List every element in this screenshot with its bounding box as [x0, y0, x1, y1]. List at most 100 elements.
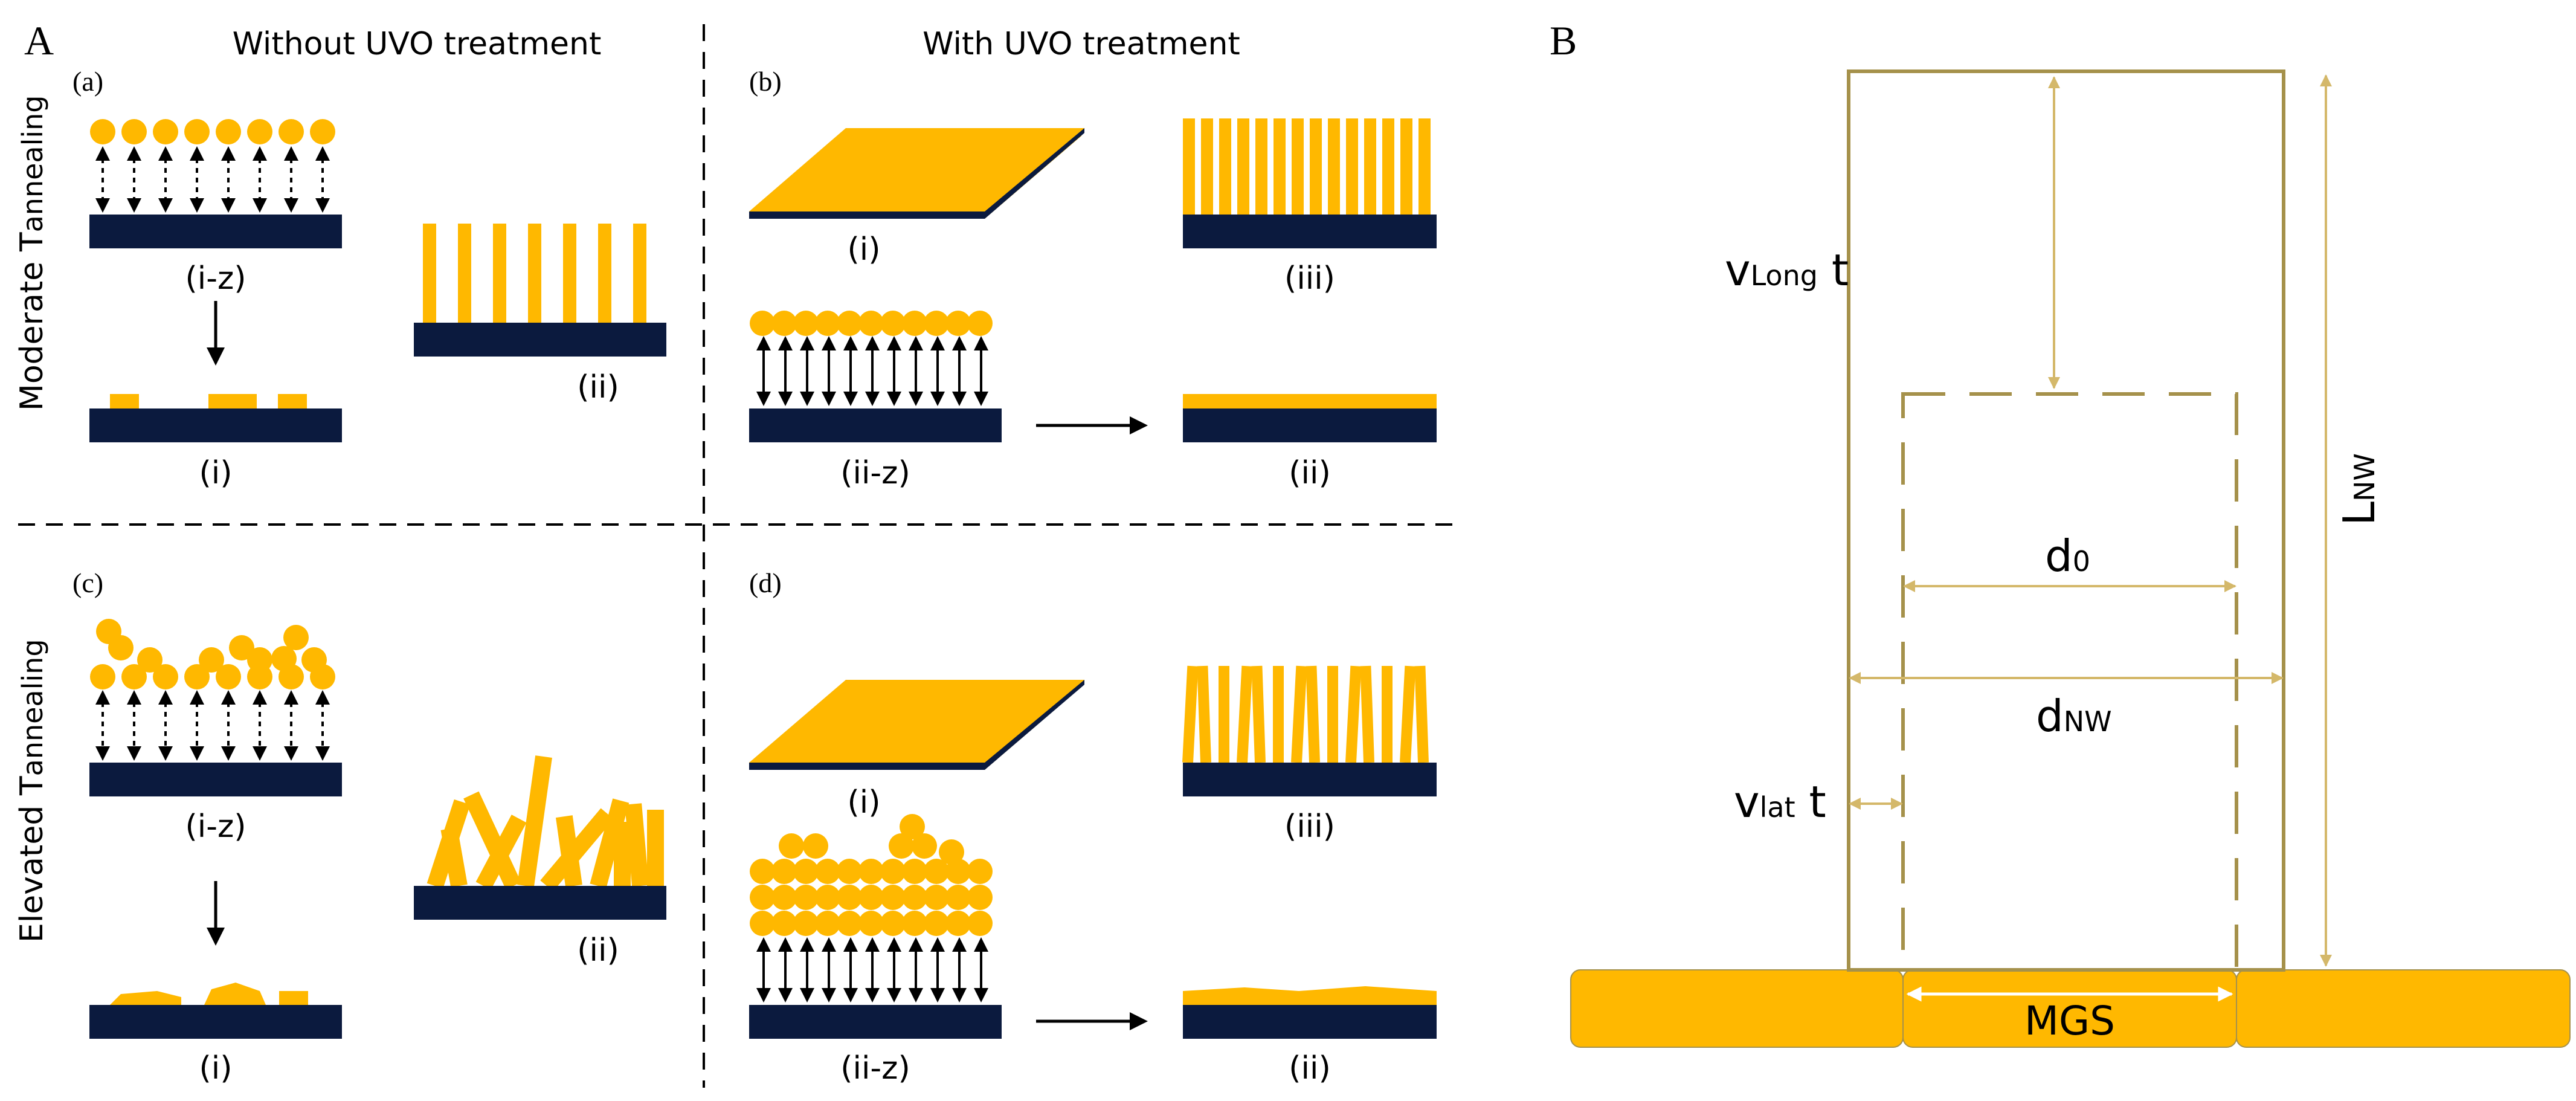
tilted-nanowire: [555, 815, 582, 887]
precursor-particle: [945, 859, 971, 884]
precursor-particle: [771, 911, 797, 936]
a-i-caption: (i): [199, 455, 232, 491]
panel-a: A Without UVO treatment With UVO treatme…: [14, 18, 1462, 1088]
precursor-particle: [310, 119, 335, 144]
precursor-particle: [815, 885, 840, 910]
precursor-particle: [121, 119, 147, 144]
precursor-particle: [750, 311, 775, 336]
precursor-particle: [858, 911, 884, 936]
b-iii-nanowires: [1183, 118, 1431, 215]
precursor-particle: [924, 885, 949, 910]
nanowire: [1346, 118, 1358, 215]
d-iii-caption: (iii): [1284, 809, 1335, 845]
a-ii-nanowires: [423, 224, 646, 323]
precursor-particle: [939, 839, 964, 865]
precursor-particle: [837, 859, 862, 884]
precursor-particle: [967, 859, 993, 884]
precursor-particle: [108, 635, 134, 660]
nanowire: [1237, 118, 1249, 215]
precursor-particle: [858, 859, 884, 884]
nanowire: [1182, 665, 1199, 763]
precursor-particle: [858, 311, 884, 336]
precursor-particle: [967, 885, 993, 910]
precursor-particle: [199, 647, 224, 673]
precursor-particle: [793, 911, 819, 936]
nanowire: [1360, 665, 1374, 763]
dnw-label: dNW: [2036, 691, 2112, 741]
precursor-particle: [924, 311, 949, 336]
a-i-island: [278, 394, 307, 408]
a-i-island: [110, 394, 139, 408]
panel-a-letter: A: [24, 18, 54, 63]
c-i-mound: [110, 991, 181, 1005]
subpanel-a-label: (a): [72, 66, 103, 97]
c-ii-tilted-nanowires: [427, 755, 664, 891]
v-long-label: vLong t: [1725, 245, 1849, 295]
nanowire: [1251, 665, 1266, 763]
d-iiz-substrate: [749, 1005, 1002, 1039]
c-i-mound: [204, 983, 266, 1005]
precursor-particle: [924, 859, 949, 884]
lnw-label: LNW: [2334, 453, 2384, 526]
nanowire: [1274, 118, 1286, 215]
side-label-moderate: Moderate Tannealing: [14, 95, 50, 411]
c-ii-caption: (ii): [577, 932, 619, 969]
b-iii-caption: (iii): [1284, 260, 1335, 297]
grain-left: [1570, 969, 1904, 1048]
precursor-particle: [945, 311, 971, 336]
precursor-particle: [247, 647, 272, 673]
precursor-particle: [216, 664, 241, 689]
precursor-particle: [900, 814, 925, 839]
precursor-particle: [750, 859, 775, 884]
precursor-particle: [945, 885, 971, 910]
precursor-particle: [837, 885, 862, 910]
precursor-particle: [889, 833, 914, 859]
precursor-particle: [750, 911, 775, 936]
nanowire: [1327, 666, 1338, 763]
precursor-particle: [153, 664, 178, 689]
precursor-particle: [750, 885, 775, 910]
precursor-particle: [121, 664, 147, 689]
nanowire: [1183, 118, 1195, 215]
header-with-uvo: With UVO treatment: [923, 26, 1240, 62]
mgs-label: MGS: [2024, 998, 2115, 1044]
nanowire: [598, 224, 611, 323]
side-label-elevated: Elevated Tannealing: [14, 639, 50, 943]
nanowire: [1219, 118, 1231, 215]
nanowire: [1400, 118, 1412, 215]
c-iz-dashed-arrows: [95, 690, 330, 761]
c-i-caption: (i): [199, 1050, 232, 1086]
tilted-nanowire: [517, 755, 552, 887]
precursor-particle: [880, 911, 906, 936]
nanowire: [1255, 118, 1267, 215]
b-ii-caption: (ii): [1289, 455, 1330, 491]
d-iiz-dots: [750, 814, 993, 936]
precursor-particle: [815, 911, 840, 936]
d-ii-film: [1183, 986, 1437, 1005]
precursor-particle: [229, 635, 254, 660]
precursor-particle: [902, 859, 927, 884]
c-iz-substrate: [89, 763, 342, 796]
nanowire: [493, 224, 506, 323]
b-ii-substrate: [1183, 408, 1437, 442]
a-i-island: [208, 394, 257, 408]
nanowire: [1400, 665, 1416, 763]
nanowire: [1306, 665, 1320, 763]
precursor-particle: [815, 311, 840, 336]
precursor-particle: [902, 911, 927, 936]
nanowire: [1382, 666, 1393, 763]
nanowire: [423, 224, 436, 323]
subpanel-c-label: (c): [72, 567, 103, 598]
tilted-nanowire: [463, 791, 521, 890]
v-lat-label: vlat t: [1734, 777, 1826, 827]
a-iz-dashed-arrows: [95, 146, 330, 213]
precursor-particle: [247, 119, 272, 144]
precursor-particle: [301, 647, 327, 673]
d-iiz-caption: (ii-z): [840, 1050, 910, 1086]
nanowire: [458, 224, 471, 323]
b-i-caption: (i): [847, 231, 880, 268]
nanowire: [528, 224, 541, 323]
nanowire: [1291, 665, 1307, 763]
nanowire: [1310, 118, 1322, 215]
nanowire: [1414, 665, 1429, 763]
